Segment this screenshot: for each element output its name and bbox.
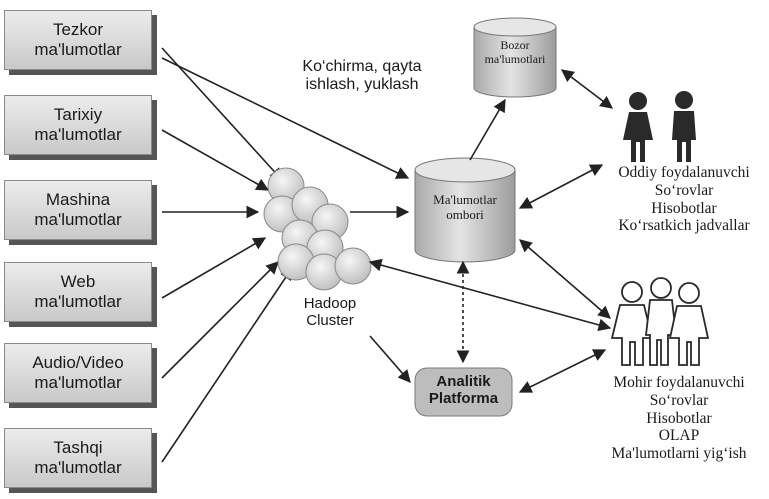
arrow-hadoop-analytics (369, 335, 411, 383)
source-audio-video-line2: ma'lumotlar (34, 373, 122, 392)
hadoop-label-line2: Cluster (306, 312, 354, 330)
hadoop-label-line1: Hadoop (303, 295, 357, 312)
etl-label-line1: Ko‘chirma, qayta (302, 58, 422, 75)
warehouse-database-icon (414, 157, 516, 263)
etl-label: Ko‘chirma, qayta ishlash, yuklash (282, 58, 442, 95)
market-label-line1: Bozor (500, 38, 530, 52)
etl-label-line2: ishlash, yuklash (305, 76, 419, 94)
arrow-warehouse-ordinary-users (518, 164, 604, 209)
analytics-platform-box (414, 367, 513, 417)
three-users-outline-icon (610, 277, 710, 366)
source-box-tarixiy: Tarixiy ma'lumotlar (4, 95, 152, 155)
ordinary-users-item: Ko‘rsatkich jadvallar (618, 217, 750, 235)
source-box-audio-video: Audio/Video ma'lumotlar (4, 343, 152, 403)
source-box-tezkor: Tezkor ma'lumotlar (4, 10, 152, 70)
ordinary-users-item: So‘rovlar (654, 181, 714, 199)
arrow-audio-hadoop (161, 261, 279, 379)
expert-users-item: OLAP (658, 427, 700, 445)
analytics-label: Analitik Platforma (415, 373, 512, 408)
ordinary-users-title: Oddiy foydalanuvchi (618, 164, 750, 181)
source-mashina-line2: ma'lumotlar (34, 210, 122, 229)
source-web-line1: Web (60, 271, 96, 291)
analytics-label-line2: Platforma (428, 390, 499, 408)
arrow-hadoop-expert-users (368, 258, 612, 332)
source-tarixiy-line1: Tarixiy (53, 104, 103, 124)
source-mashina-line1: Mashina (45, 189, 111, 209)
source-box-mashina: Mashina ma'lumotlar (4, 180, 152, 240)
market-database-icon (473, 17, 557, 98)
market-label-line2: ma'lumotlari (484, 51, 546, 66)
expert-users-title: Mohir foydalanuvchi (613, 374, 745, 391)
source-tarixiy-line2: ma'lumotlar (34, 125, 122, 144)
source-audio-video-line1: Audio/Video (32, 352, 124, 372)
source-tezkor-line1: Tezkor (52, 19, 104, 39)
arrow-tarixiy-hadoop (161, 129, 270, 191)
source-web-line2: ma'lumotlar (34, 292, 122, 311)
arrow-analytics-expert-users (518, 349, 607, 393)
source-box-web: Web ma'lumotlar (4, 262, 152, 322)
arrow-web-hadoop (161, 237, 267, 299)
source-tashqi-line2: ma'lumotlar (34, 458, 122, 477)
expert-users-text: Mohir foydalanuvchi So‘rovlar Hisobotlar… (590, 374, 768, 463)
arrow-tezkor-warehouse (161, 57, 410, 179)
expert-users-item: So‘rovlar (649, 391, 709, 409)
warehouse-label-line1: Ma'lumotlar (433, 192, 497, 207)
arrow-warehouse-market (469, 98, 506, 161)
source-tashqi-line1: Tashqi (53, 437, 103, 457)
warehouse-label: Ma'lumotlar ombori (415, 192, 515, 223)
ordinary-users-text: Oddiy foydalanuvchi So‘rovlar Hisobotlar… (600, 164, 768, 235)
source-box-tashqi: Tashqi ma'lumotlar (4, 428, 152, 488)
arrow-market-ordinary-users (560, 69, 614, 109)
hadoop-cluster-icon (263, 167, 372, 291)
arrow-tashqi-hadoop (161, 266, 293, 463)
source-arrows (161, 47, 410, 463)
ordinary-users-item: Hisobotlar (651, 199, 717, 217)
male-female-users-icon (623, 91, 696, 162)
expert-users-item: Hisobotlar (646, 409, 712, 427)
arrow-tezkor-hadoop (161, 47, 283, 181)
market-label: Bozor ma'lumotlari (474, 38, 556, 67)
expert-users-item: Ma'lumotlarni yig‘ish (611, 445, 747, 463)
analytics-label-line1: Analitik (436, 373, 491, 390)
hadoop-label: Hadoop Cluster (290, 295, 370, 330)
source-tezkor-line2: ma'lumotlar (34, 40, 122, 59)
warehouse-label-line2: ombori (446, 206, 484, 222)
